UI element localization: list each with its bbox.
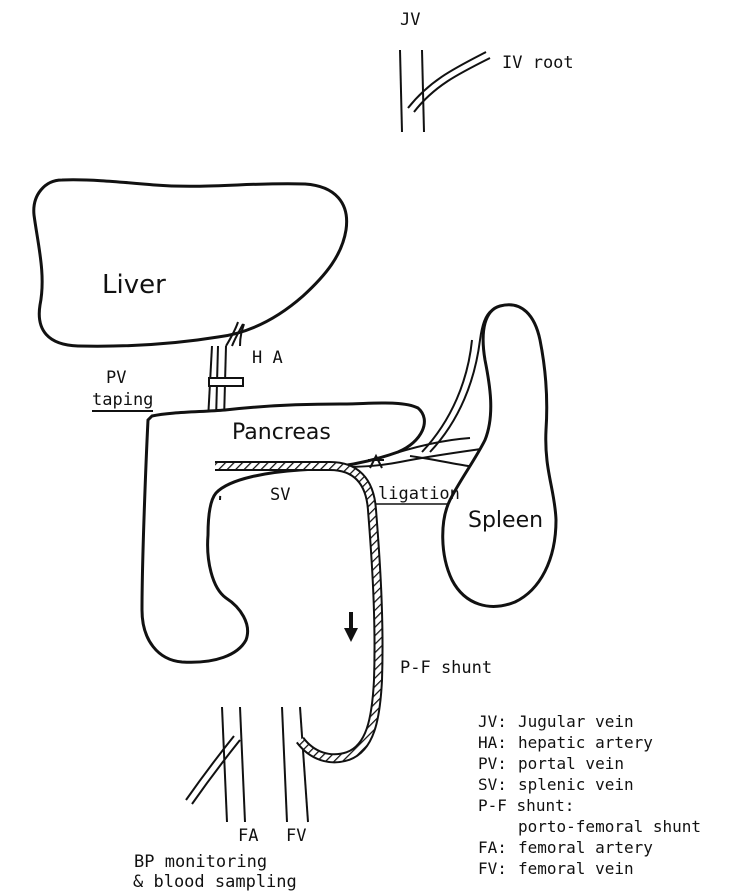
taping-label: taping (92, 392, 153, 412)
legend-text: porto-femoral shunt (518, 817, 701, 836)
liver-outline (34, 180, 347, 346)
iv-root-catheter (408, 52, 490, 112)
legend-abbr: FV: (478, 861, 518, 877)
legend-abbr: FA: (478, 840, 518, 856)
legend-item-fa: FA:femoral artery (478, 840, 653, 856)
legend: JV:Jugular vein HA:hepatic artery PV:por… (478, 714, 740, 890)
fv-label: FV (286, 828, 306, 845)
legend-item-pf-desc: porto-femoral shunt (478, 819, 701, 835)
bp-monitoring-label-line2: & blood sampling (133, 874, 297, 891)
legend-abbr: HA: (478, 735, 518, 751)
legend-item-ha: HA:hepatic artery (478, 735, 653, 751)
pv-label: PV (106, 370, 126, 387)
legend-abbr: JV: (478, 714, 518, 730)
legend-abbr: SV: (478, 777, 518, 793)
liver-label: Liver (102, 272, 166, 298)
legend-text: femoral vein (518, 859, 634, 878)
femoral-vessels (222, 707, 308, 822)
jugular-vein (400, 50, 424, 132)
jv-label: JV (400, 12, 420, 29)
spleen-outline (443, 305, 556, 607)
legend-text: splenic vein (518, 775, 634, 794)
iv-root-label: IV root (502, 55, 574, 72)
legend-item-fv: FV:femoral vein (478, 861, 634, 877)
legend-item-sv: SV:splenic vein (478, 777, 634, 793)
ha-label: H A (252, 350, 283, 367)
legend-text: Jugular vein (518, 712, 634, 731)
legend-text: hepatic artery (518, 733, 653, 752)
legend-text: femoral artery (518, 838, 653, 857)
pf-shunt-label: P-F shunt (400, 660, 492, 677)
legend-item-jv: JV:Jugular vein (478, 714, 634, 730)
sv-label: SV (270, 487, 290, 504)
bp-monitoring-label-line1: BP monitoring (134, 854, 267, 871)
taping-band (209, 378, 243, 386)
legend-abbr: P-F (478, 796, 507, 815)
ligation-label: ligation (378, 486, 460, 503)
pancreas-label: Pancreas (232, 422, 331, 444)
legend-abbr: PV: (478, 756, 518, 772)
legend-text: portal vein (518, 754, 624, 773)
fa-label: FA (238, 828, 258, 845)
bp-catheter (186, 736, 240, 804)
legend-text: shunt: (517, 796, 575, 815)
spleen-label: Spleen (468, 510, 543, 532)
legend-item-pf: P-F shunt: (478, 798, 574, 814)
flow-arrow-icon (344, 612, 358, 642)
legend-item-pv: PV:portal vein (478, 756, 624, 772)
